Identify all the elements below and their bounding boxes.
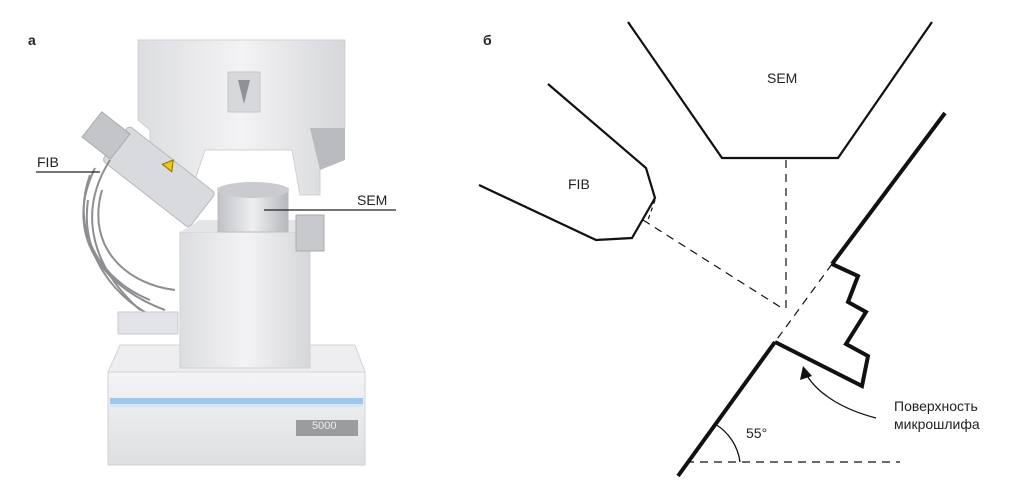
fib-beam-tip (647, 199, 656, 221)
panel-a-model-badge: 5000 (312, 420, 337, 432)
fib-column-outline (478, 83, 657, 242)
microsection-steps (774, 262, 871, 389)
panel-a-fib-label: FIB (37, 154, 59, 170)
angle-label: 55° (746, 425, 768, 441)
surface-label-line2: микрошлифа (894, 416, 980, 432)
surface-arrow (805, 373, 877, 419)
panel-a-sem-label: SEM (357, 192, 388, 208)
fib-beam (642, 219, 786, 311)
panel-a-letter: а (28, 32, 36, 48)
panel-b-sem-label: SEM (767, 70, 798, 86)
surface-gap-dashed (774, 263, 833, 343)
sample-surface-upper (830, 111, 947, 266)
panel-b-fib-label: FIB (568, 176, 590, 192)
surface-label-line1: Поверхность (894, 398, 978, 414)
sample-surface-lower (676, 340, 777, 478)
blue-light-strip (110, 398, 363, 404)
side-box (117, 311, 179, 335)
sem-column-outline (627, 21, 933, 160)
panel-b-letter: б (483, 32, 492, 48)
side-port (295, 214, 325, 252)
surface-arrow-head (800, 366, 812, 380)
angle-arc (714, 423, 741, 463)
fib-cables (82, 159, 176, 321)
model-badge (296, 420, 358, 436)
instrument-head (137, 39, 346, 196)
fib-column (81, 111, 215, 227)
